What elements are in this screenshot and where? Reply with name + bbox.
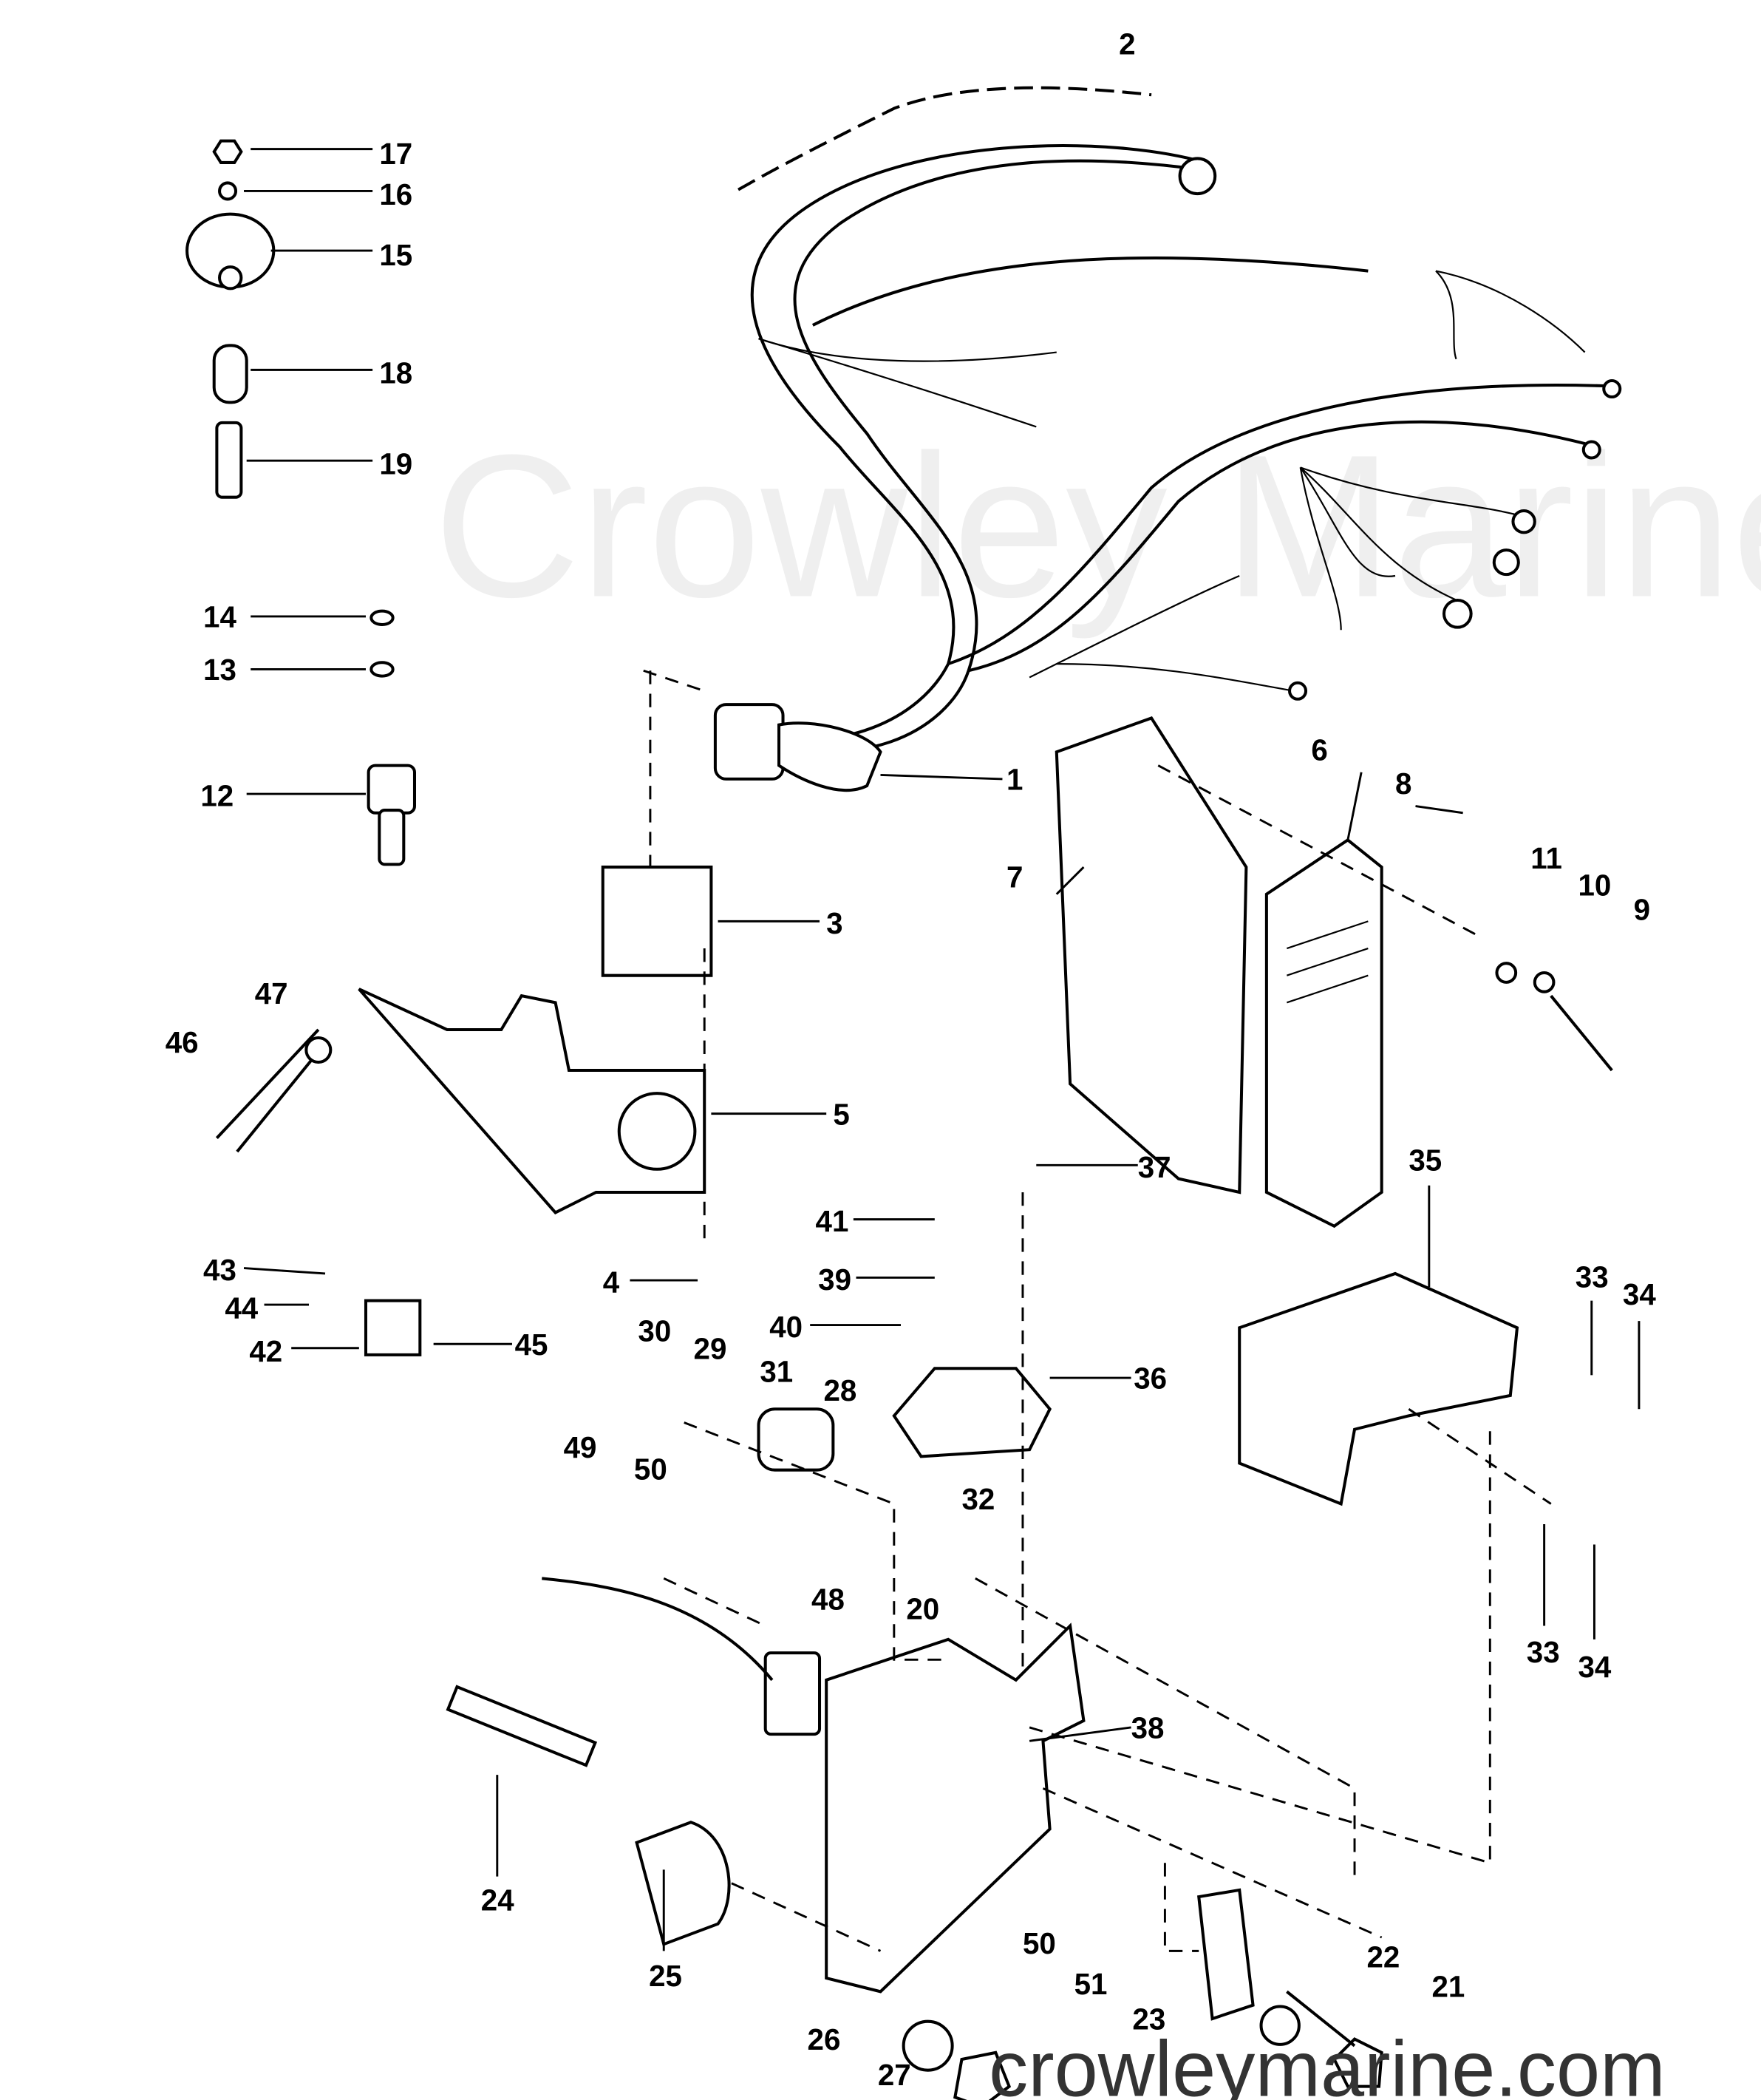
label-8: 8 [1395,767,1411,801]
label-41: 41 [816,1204,849,1238]
label-25: 25 [649,1959,682,1993]
label-47: 47 [255,976,288,1010]
label-7: 7 [1006,860,1023,894]
label-23: 23 [1132,2002,1165,2036]
label-33-bottom: 33 [1527,1635,1560,1669]
label-24: 24 [481,1883,514,1917]
label-16: 16 [379,177,412,211]
label-17: 17 [379,137,412,171]
label-32: 32 [961,1482,995,1516]
label-31: 31 [760,1355,793,1389]
label-12: 12 [200,779,234,813]
label-2: 2 [1119,27,1135,61]
watermark: Crowley Marine [434,412,1761,640]
mounting-plates [215,716,1613,2100]
label-35: 35 [1409,1144,1442,1178]
label-34-bottom: 34 [1578,1650,1611,1684]
label-5: 5 [833,1097,849,1131]
label-1: 1 [1006,763,1023,797]
label-14: 14 [203,600,236,634]
label-6: 6 [1311,733,1327,767]
label-11: 11 [1530,841,1562,875]
label-43: 43 [203,1253,236,1287]
label-27: 27 [878,2058,911,2092]
wiring-harness [713,86,1622,792]
label-10: 10 [1578,869,1611,903]
alignment-lines [643,669,1552,1952]
label-45: 45 [515,1328,548,1362]
label-9: 9 [1634,893,1650,927]
label-18: 18 [379,356,412,390]
label-4: 4 [603,1265,620,1299]
label-34-top: 34 [1623,1277,1656,1311]
label-26: 26 [808,2022,841,2056]
label-15: 15 [379,238,412,272]
label-30: 30 [638,1314,671,1348]
label-19: 19 [379,447,412,481]
label-46: 46 [166,1025,199,1059]
label-33-top: 33 [1576,1260,1609,1294]
label-3: 3 [826,906,842,940]
label-13: 13 [203,653,236,687]
label-37: 37 [1138,1150,1171,1184]
label-20: 20 [906,1591,939,1625]
part-labels: 2 17 16 15 18 19 14 13 12 1 6 8 7 11 10 … [166,27,1657,2092]
label-40: 40 [769,1310,803,1344]
label-36: 36 [1134,1362,1167,1396]
label-38: 38 [1131,1711,1165,1745]
label-51: 51 [1074,1967,1108,2001]
label-49: 49 [564,1430,597,1464]
label-44: 44 [225,1291,258,1325]
label-28: 28 [824,1373,857,1407]
label-21: 21 [1431,1970,1465,2004]
label-50-bottom: 50 [1023,1926,1056,1960]
label-42: 42 [249,1334,282,1368]
leader-lines [243,148,1641,1951]
label-50-top: 50 [634,1452,667,1486]
label-29: 29 [694,1331,727,1365]
label-39: 39 [818,1263,851,1297]
site-watermark: crowleymarine.com [989,2025,1666,2100]
label-48: 48 [811,1582,845,1616]
label-22: 22 [1367,1940,1400,1974]
